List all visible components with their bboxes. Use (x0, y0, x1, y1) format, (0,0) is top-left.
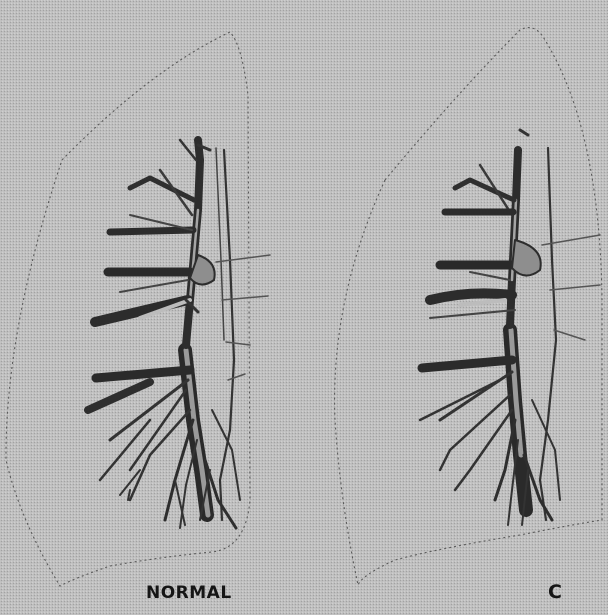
lung-outline-c (335, 28, 602, 585)
upper-trunk-normal (186, 140, 200, 345)
lung-outline-normal (6, 32, 250, 586)
caption-normal: NORMAL (146, 583, 232, 603)
vessel-tree-c (420, 130, 600, 525)
panel-c (335, 28, 602, 585)
caption-c: C (548, 581, 562, 603)
panel-normal (6, 32, 270, 586)
vessel-tree-normal (88, 140, 270, 528)
hilar-shadow-c (512, 240, 541, 276)
